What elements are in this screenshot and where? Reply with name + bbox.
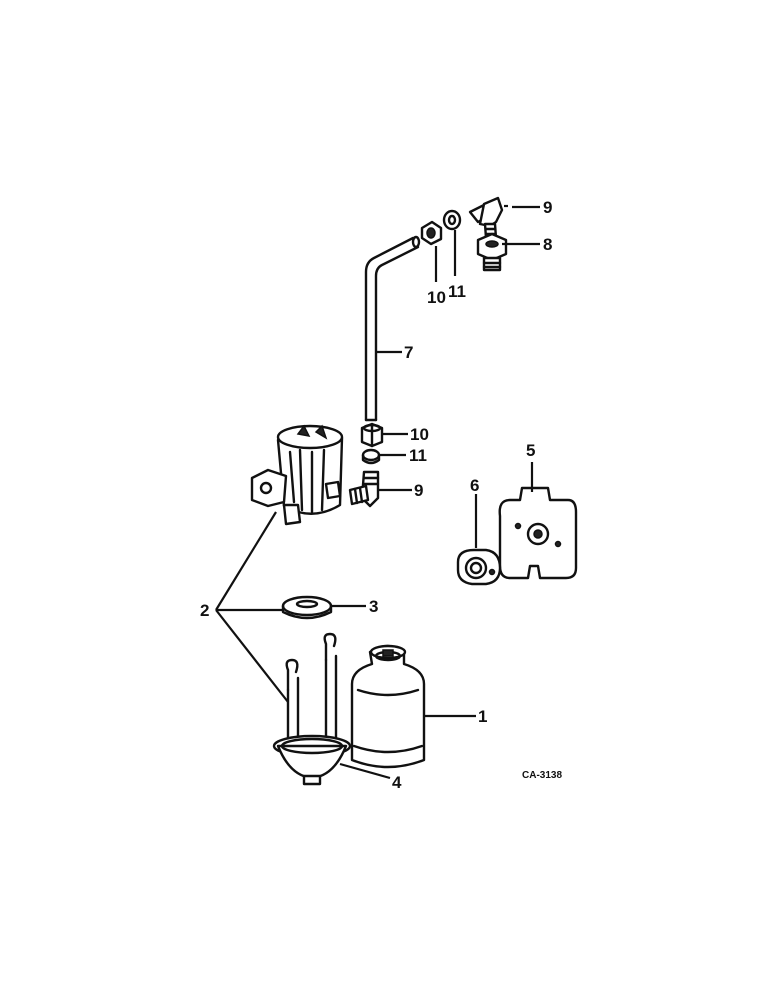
callout-11-lower: 11 bbox=[409, 446, 427, 465]
lower-elbow-part bbox=[348, 470, 380, 508]
leader-lines bbox=[215, 204, 540, 780]
callout-9-upper: 9 bbox=[543, 198, 552, 217]
callout-10-lower: 10 bbox=[410, 425, 429, 444]
callout-2: 2 bbox=[200, 601, 209, 620]
upper-sleeve-part bbox=[442, 209, 462, 231]
bowl-bail-part bbox=[272, 632, 352, 786]
callout-11-upper: 11 bbox=[448, 282, 466, 301]
callout-6: 6 bbox=[470, 476, 479, 495]
callout-8: 8 bbox=[543, 235, 552, 254]
callout-3: 3 bbox=[369, 597, 378, 616]
lower-sleeve-part bbox=[361, 448, 381, 465]
callout-1: 1 bbox=[478, 707, 487, 726]
filter-head-part bbox=[250, 424, 344, 526]
lower-nut-part bbox=[360, 422, 384, 448]
upper-nut-part bbox=[420, 220, 443, 246]
connector-nut-part bbox=[476, 232, 508, 272]
callout-7: 7 bbox=[404, 343, 413, 362]
callout-9-lower: 9 bbox=[414, 481, 423, 500]
callout-10-upper: 10 bbox=[427, 288, 446, 307]
callout-4: 4 bbox=[392, 773, 402, 792]
tube-part bbox=[364, 235, 421, 422]
callout-5: 5 bbox=[526, 441, 535, 460]
filter-element-part bbox=[350, 644, 426, 769]
upper-elbow-part bbox=[468, 196, 504, 240]
connector-part bbox=[456, 548, 502, 586]
gasket-plate-part bbox=[498, 486, 578, 580]
reference-code: CA-3138 bbox=[522, 770, 562, 781]
gasket-part bbox=[281, 595, 333, 620]
